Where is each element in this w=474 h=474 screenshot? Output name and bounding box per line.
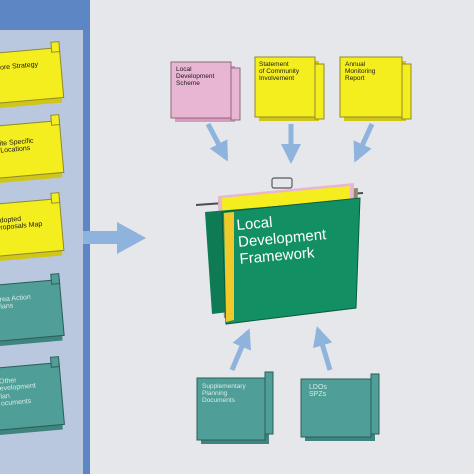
arrow-bottom-1 <box>229 328 252 371</box>
bottom-folder-label-2: LDOs SPZs <box>309 384 327 399</box>
bottom-folder-label-1: Supplementary Planning Documents <box>202 383 246 404</box>
arrow-top-3 <box>353 122 375 163</box>
left-folder-5 <box>0 356 65 436</box>
arrow-bottom-2 <box>313 326 333 371</box>
center-file <box>195 177 364 325</box>
panel-arrow <box>83 222 146 254</box>
top-folder-label-3: Annual Monitoring Report <box>345 61 376 82</box>
left-folder-2 <box>0 114 65 184</box>
left-folder-4 <box>0 273 65 347</box>
bottom-folder-1 <box>196 371 274 444</box>
bottom-folder-2 <box>300 373 380 441</box>
top-folder-3 <box>339 56 412 121</box>
top-folder-label-2: Statement of Community Involvement <box>259 61 300 82</box>
arrow-top-1 <box>205 122 229 162</box>
left-folder-label-5: Other evelopment lan ocuments <box>0 377 37 408</box>
center-file-title: Local Development Framework <box>235 213 327 268</box>
top-folder-label-1: Local Development Scheme <box>176 66 215 87</box>
top-folder-2 <box>254 56 325 121</box>
left-folder-1 <box>0 41 65 109</box>
top-folder-1 <box>170 61 241 122</box>
left-folder-3 <box>0 192 65 262</box>
